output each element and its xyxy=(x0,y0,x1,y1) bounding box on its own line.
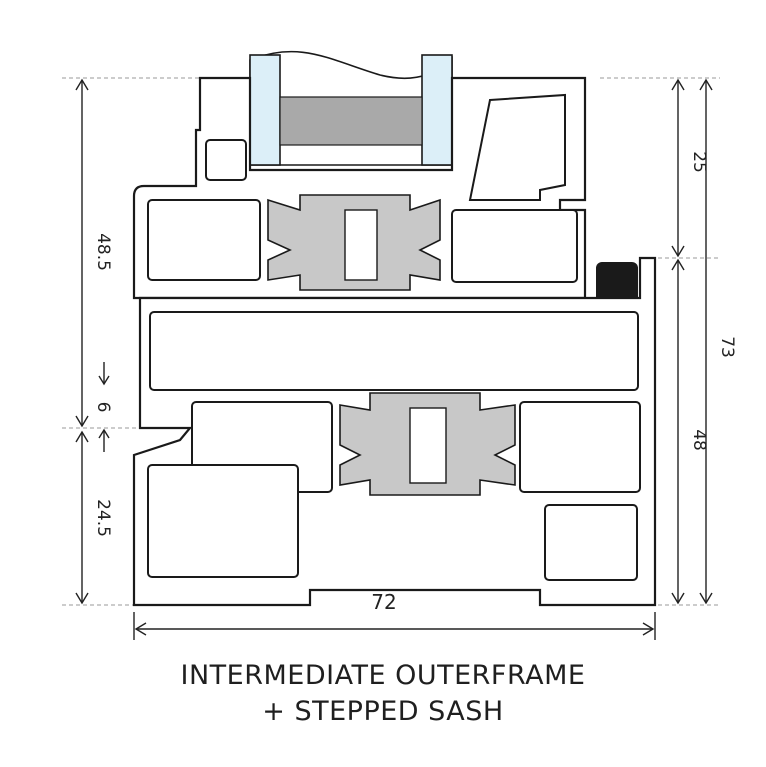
dim-label-73: 73 xyxy=(717,336,737,358)
dim-label-6: 6 xyxy=(93,402,113,413)
dimension-right xyxy=(671,78,713,605)
dim-label-48: 48 xyxy=(689,429,709,451)
glass-unit xyxy=(249,50,453,166)
sash-profile xyxy=(132,76,587,300)
diagram-title-line-1: INTERMEDIATE OUTERFRAME xyxy=(180,660,586,691)
dim-label-48-5: 48.5 xyxy=(93,233,113,271)
extension-lines xyxy=(62,77,720,606)
dim-label-24-5: 24.5 xyxy=(93,499,113,537)
dim-label-72: 72 xyxy=(371,590,396,614)
glass-spacer xyxy=(279,96,423,146)
dim-label-25: 25 xyxy=(689,151,709,173)
dimension-bottom xyxy=(133,612,656,640)
thermal-breaks xyxy=(267,194,516,496)
dimension-left xyxy=(75,78,110,605)
diagram-title-line-2: + STEPPED SASH xyxy=(262,696,504,727)
